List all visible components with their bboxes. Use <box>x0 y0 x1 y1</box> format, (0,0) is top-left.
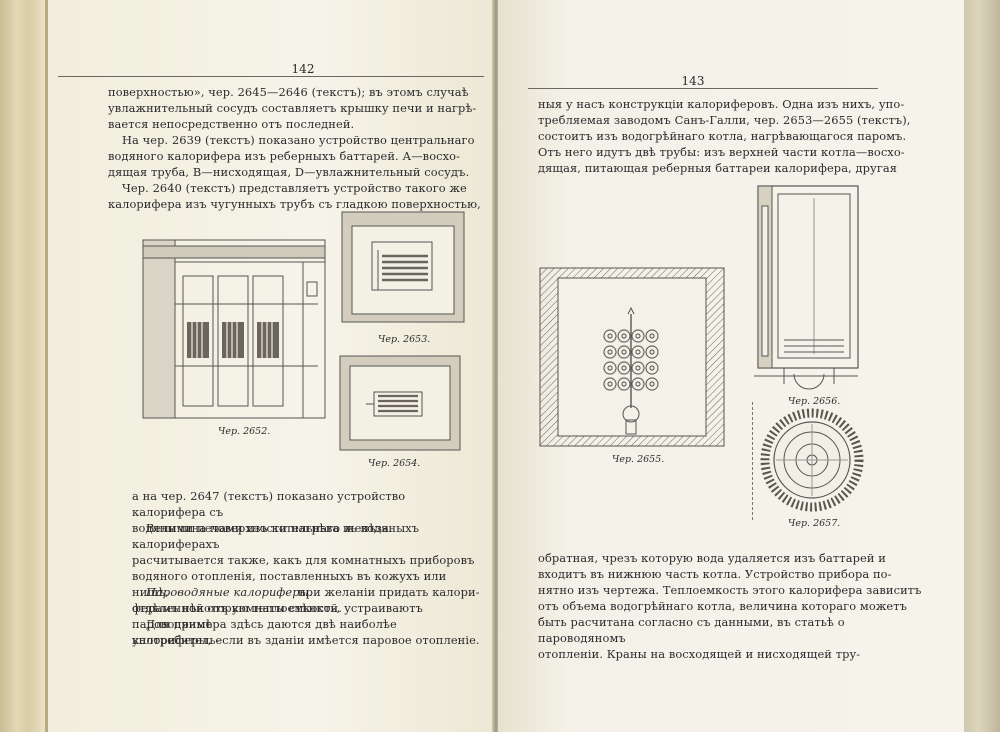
right-page: 143 ныя у насъ конструкціи калориферовъ.… <box>498 0 964 732</box>
paragraph: обратная, чрезъ которую вода удаляется и… <box>538 551 922 661</box>
page-edges-right <box>964 0 1000 732</box>
paragraph: при желаніи придать калори- ферамъ нѣкот… <box>132 585 480 647</box>
page-edges-left <box>0 0 48 732</box>
figure-2657 <box>760 408 864 512</box>
paragraph: На чер. 2639 (текстъ) показано устройств… <box>108 133 475 179</box>
paragraph: ныя у насъ конструкціи калориферовъ. Одн… <box>538 97 911 175</box>
section-heading: Пароводяные калориферы. <box>146 585 313 599</box>
caption: Чер. 2654. <box>368 458 421 469</box>
figure-2653 <box>341 211 465 323</box>
paragraph: Чер. 2640 (текстъ) представляетъ устройс… <box>108 181 481 211</box>
header-rule <box>58 76 484 77</box>
paragraph: Для примѣра здѣсь даются двѣ наиболѣе уп… <box>132 617 401 647</box>
left-page: 142 поверхностью», чер. 2645—2646 (текст… <box>48 0 494 732</box>
caption: Чер. 2652. <box>218 426 271 437</box>
figure-dotted-line <box>752 402 753 520</box>
caption: Чер. 2653. <box>378 334 431 345</box>
page-number: 143 <box>681 74 705 88</box>
caption: Чер. 2657. <box>788 518 841 529</box>
paragraph: поверхностью», чер. 2645—2646 (текстъ); … <box>108 85 477 131</box>
page-number: 142 <box>291 62 315 76</box>
figure-2655 <box>539 267 725 447</box>
header-rule <box>528 88 878 89</box>
gutter <box>492 0 500 732</box>
figure-2652 <box>142 239 326 419</box>
paragraph: а на чер. 2647 (текстъ) показано устройс… <box>132 489 406 535</box>
caption: Чер. 2656. <box>788 396 841 407</box>
figure-2656 <box>754 185 859 390</box>
figure-2654 <box>339 355 461 451</box>
paragraph: Величина поверхности нагрѣва въ водяныхъ… <box>132 521 475 615</box>
caption: Чер. 2655. <box>612 454 665 465</box>
